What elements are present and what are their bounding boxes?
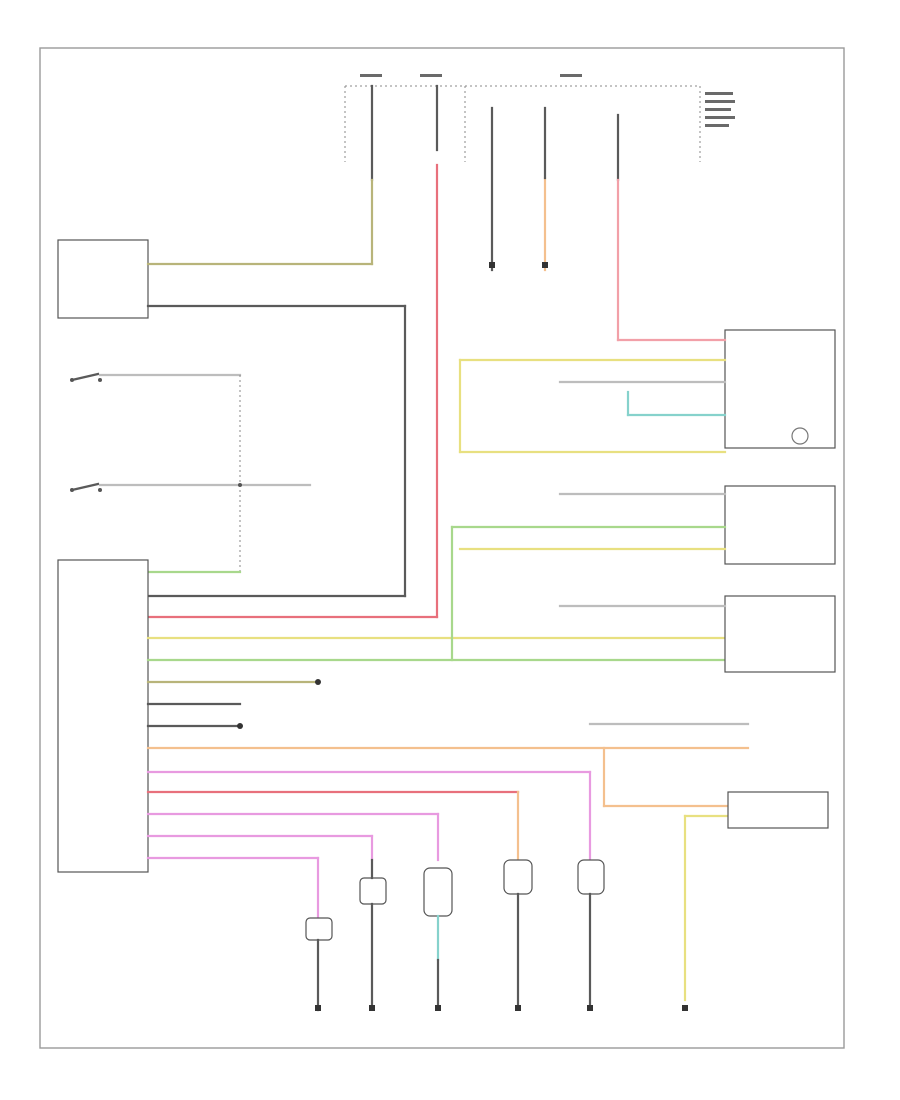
lamp-assembly <box>577 859 605 1011</box>
ground-icon <box>587 1005 593 1011</box>
lf-switch <box>70 482 312 492</box>
wireless-control-module <box>57 239 149 319</box>
connector-pin <box>542 262 548 268</box>
lamp-icon <box>791 427 809 445</box>
sliding-door-module <box>727 791 829 829</box>
ground-icon <box>682 1005 688 1011</box>
left-rear-door-module <box>724 485 836 565</box>
power-distribution <box>344 74 735 272</box>
lamp-assembly <box>305 917 333 1012</box>
lamp-assembly <box>359 858 387 1011</box>
rear-door-module <box>724 595 836 673</box>
ground-icon <box>435 1005 441 1011</box>
ground-icon <box>515 1005 521 1011</box>
ground-icon <box>369 1005 375 1011</box>
ground-point <box>682 1005 688 1011</box>
left-switch <box>70 372 242 572</box>
instrument-cluster <box>57 559 149 873</box>
front-door-module <box>724 329 836 449</box>
connector-pin <box>489 262 495 268</box>
lamp-assembly <box>503 859 533 1011</box>
ground-icon <box>315 1005 321 1011</box>
lamp-assembly <box>423 867 453 1011</box>
diagram-frame <box>39 47 845 1049</box>
